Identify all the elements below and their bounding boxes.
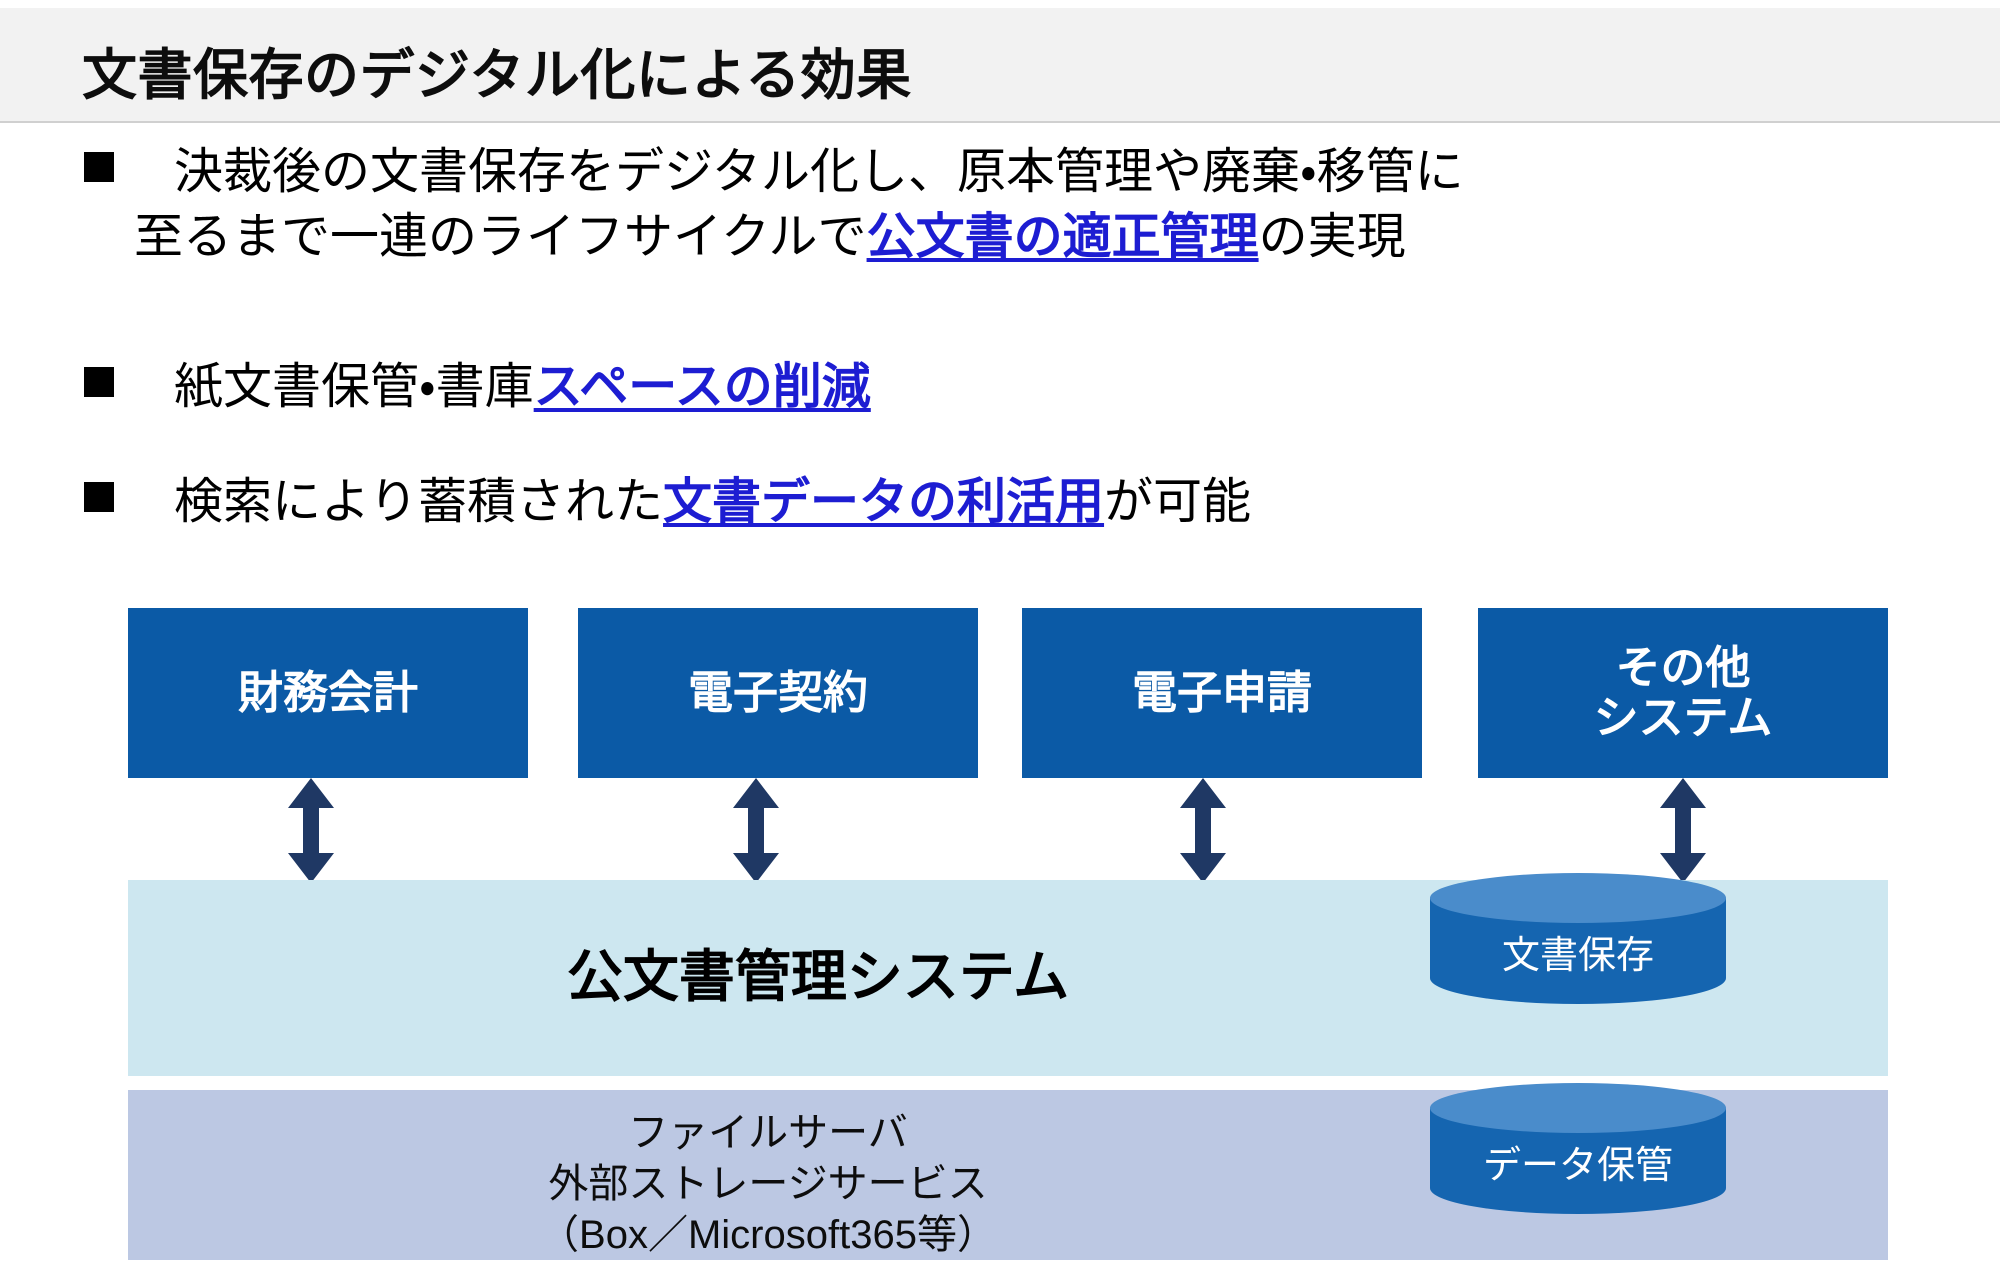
system-box-sonota-line2: システム [1593,692,1773,743]
cylinder-document-storage: 文書保存 [1428,872,1728,1004]
system-box-sonota: その他 システム [1478,608,1888,778]
double-arrow-icon [288,778,334,883]
bullet-item-3-text: 検索により蓄積された文書データの利活用が可能 [174,470,1251,535]
storage-line-1: ファイルサーバ [628,1111,908,1155]
bullet-1-line1: 決裁後の文書保存をデジタル化し、原本管理や廃棄・移管に [174,145,1464,199]
bullet-1-line2-prefix: 至るまで一連のライフサイクルで [134,209,867,264]
cylinder-data-retention: データ保管 [1428,1082,1728,1214]
bullet-2-highlight: スペースの削減 [533,360,871,414]
storage-layer-label: ファイルサーバ 外部ストレージサービス （Box／Microsoft365等） [128,1108,1408,1260]
database-cylinder-icon [1430,873,1726,1004]
main-system-label: 公文書管理システム [566,945,1070,1008]
bullet-1-highlight: 公文書の適正管理 [866,209,1259,264]
bullet-item-1-text: 決裁後の文書保存をデジタル化し、原本管理や廃棄・移管に 至るまで一連のライフサイ… [134,140,1464,269]
bullet-item-3: 検索により蓄積された文書データの利活用が可能 [84,470,1251,535]
system-box-sonota-line1: その他 [1615,641,1751,693]
bullet-item-2: 紙文書保管・書庫スペースの削減 [84,355,871,420]
system-box-shinsei: 電子申請 [1022,608,1422,778]
bullet-item-1: 決裁後の文書保存をデジタル化し、原本管理や廃棄・移管に 至るまで一連のライフサイ… [84,140,1464,269]
square-bullet-icon [84,152,114,182]
database-cylinder-icon [1430,1083,1726,1214]
double-arrow-icon [733,778,779,883]
double-arrow-icon [1180,778,1226,883]
system-box-keiyaku: 電子契約 [578,608,978,778]
title-bar: 文書保存のデジタル化による効果 [0,8,2000,123]
storage-line-2: 外部ストレージサービス [548,1161,988,1206]
double-arrow-icon [1660,778,1706,883]
bullet-1-line2-suffix: の実現 [1258,209,1406,264]
bullet-3-highlight: 文書データの利活用 [663,475,1105,529]
bullet-2-prefix: 紙文書保管・書庫 [174,360,534,414]
bullet-item-2-text: 紙文書保管・書庫スペースの削減 [174,355,871,420]
storage-line-3: （Box／Microsoft365等） [539,1212,997,1257]
square-bullet-icon [84,482,114,512]
page-title: 文書保存のデジタル化による効果 [82,44,912,106]
square-bullet-icon [84,367,114,397]
bullet-3-suffix: が可能 [1104,475,1252,529]
bullet-1-line2: 至るまで一連のライフサイクルで公文書の適正管理の実現 [134,205,1464,270]
system-box-zaimu: 財務会計 [128,608,528,778]
bullet-3-prefix: 検索により蓄積された [174,475,664,529]
